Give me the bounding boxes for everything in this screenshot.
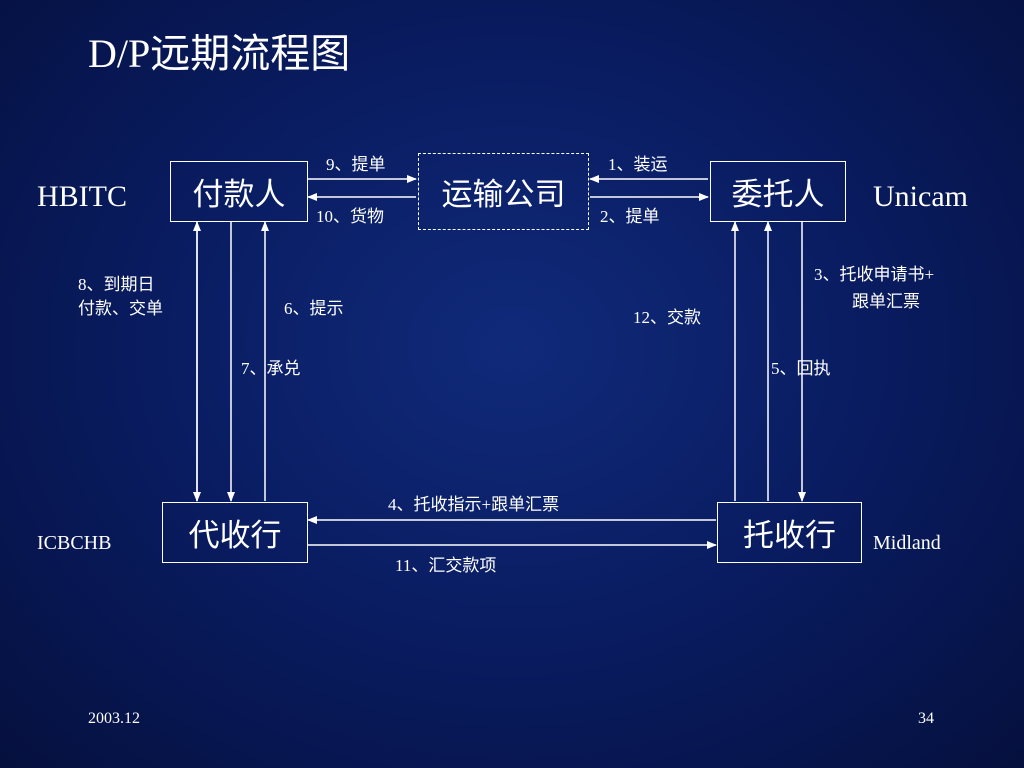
step-2-label: 2、提单 bbox=[600, 207, 660, 226]
footer-date: 2003.12 bbox=[88, 710, 140, 727]
step-11-label: 11、汇交款项 bbox=[395, 556, 497, 575]
step-10-label: 10、货物 bbox=[316, 207, 384, 226]
page-number: 34 bbox=[918, 710, 934, 727]
step-6-label: 6、提示 bbox=[284, 299, 344, 318]
entity-principal-name: Unicam bbox=[873, 180, 968, 213]
step-3-label-line2: 跟单汇票 bbox=[852, 292, 920, 311]
node-presenting-bank: 代收行 bbox=[162, 502, 308, 563]
node-remitting-bank: 托收行 bbox=[717, 502, 862, 563]
entity-presenting-bank-name: ICBCHB bbox=[37, 532, 112, 554]
page-title: D/P远期流程图 bbox=[88, 31, 351, 76]
node-payer-label: 付款人 bbox=[192, 177, 286, 212]
node-shipping-label: 运输公司 bbox=[441, 177, 566, 212]
step-9-label: 9、提单 bbox=[326, 155, 386, 174]
node-principal: 委托人 bbox=[710, 161, 846, 222]
node-principal-label: 委托人 bbox=[731, 177, 825, 212]
step-3-label-line1: 3、托收申请书+ bbox=[814, 265, 935, 284]
entity-payer-name: HBITC bbox=[37, 180, 127, 213]
node-shipping-company: 运输公司 bbox=[418, 153, 589, 230]
step-5-label: 5、回执 bbox=[771, 359, 831, 378]
entity-remitting-bank-name: Midland bbox=[873, 532, 941, 554]
step-8-label-line2: 付款、交单 bbox=[78, 299, 163, 318]
node-payer: 付款人 bbox=[170, 161, 308, 222]
step-1-label: 1、装运 bbox=[608, 155, 668, 174]
node-presenting-bank-label: 代收行 bbox=[188, 518, 282, 553]
step-8-label-line1: 8、到期日 bbox=[78, 275, 155, 294]
node-remitting-bank-label: 托收行 bbox=[743, 518, 836, 553]
step-7-label: 7、承兑 bbox=[241, 359, 301, 378]
step-12-label: 12、交款 bbox=[633, 308, 701, 327]
step-4-label: 4、托收指示+跟单汇票 bbox=[388, 495, 560, 514]
